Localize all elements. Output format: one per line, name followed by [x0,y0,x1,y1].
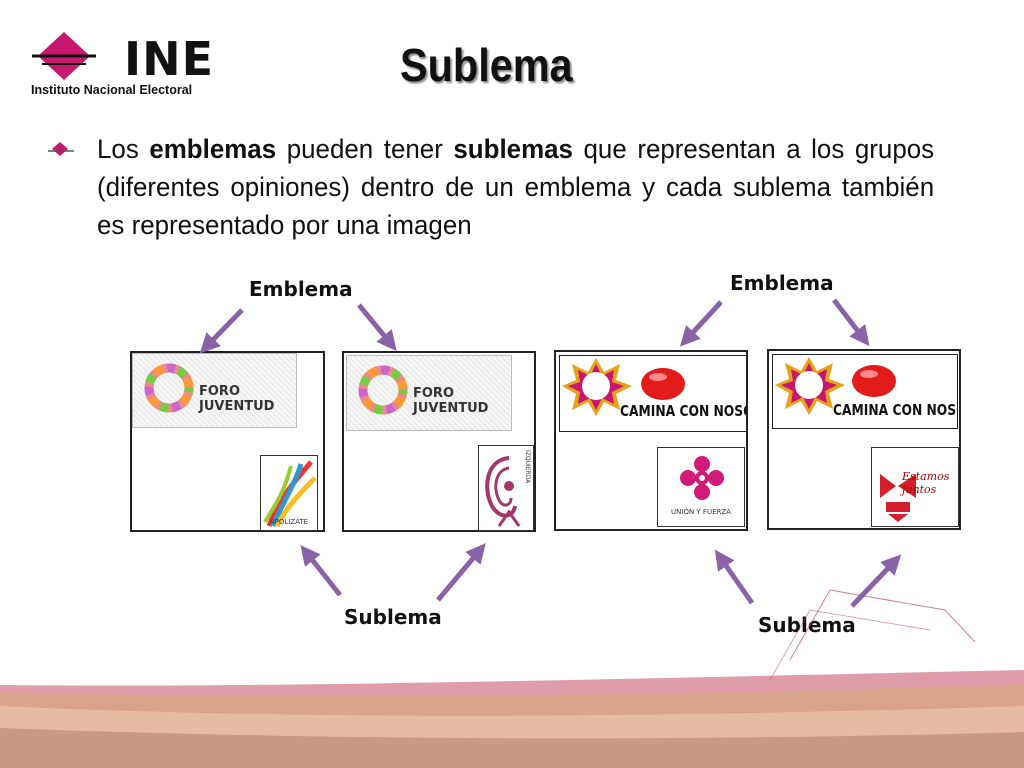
sun-flower-icon [775,357,845,415]
card-foro-2: FORO JUVENTUD IZQUIERDA [342,351,536,532]
bold-sublemas: sublemas [453,134,573,164]
bullet-text: Los emblemas pueden tener sublemas que r… [97,134,935,240]
sun-flower-icon [562,358,632,416]
arrow-to-emblem-4 [832,298,870,347]
label-sublema-right: Sublema [758,613,856,637]
arrow-to-sublema-4 [850,554,902,608]
flower-icon [680,456,724,500]
sublema-union-y-fuerza: UNIÓN Y FUERZA [657,447,745,527]
bold-emblemas: emblemas [149,134,277,164]
slide-title: Sublema [400,39,573,91]
arrow-to-sublema-3 [714,549,755,605]
emblem-foro-juventud: FORO JUVENTUD [132,353,297,428]
ine-logo: INE Instituto Nacional Electoral [28,30,243,100]
label-sublema-left: Sublema [344,605,442,629]
ribbon-swirl-icon [263,460,317,528]
arrow-to-sublema-1 [300,544,342,597]
sublema-caption: IZQUIERDA [524,450,531,484]
card-camina-2: CAMINA CON NOSOTROS Estamos juntos [767,349,961,530]
spiral-figure-icon [485,456,521,527]
ine-wordmark: INE [124,32,215,86]
red-ball-icon [641,368,685,400]
red-figure-icon [880,474,916,522]
emblem-text: FORO JUVENTUD [199,384,275,414]
red-ball-icon [852,365,896,397]
emblem-text: CAMINA CON NOSOTROS [833,401,957,419]
sublema-estamos-juntos: Estamos juntos [871,447,959,527]
emblem-foro-juventud: FORO JUVENTUD [346,355,512,431]
arrow-to-emblem-1 [199,308,244,354]
ine-subtitle: Instituto Nacional Electoral [31,83,193,97]
sublema-caption: APOLIZATE [269,518,309,526]
arrow-to-emblem-2 [357,303,397,351]
color-ring-icon [358,365,408,415]
emblem-text: FORO JUVENTUD [413,386,489,416]
ine-diamond-icon [32,32,96,80]
sublema-apolizate: APOLIZATE [260,455,318,531]
diamond-bullet-icon [48,142,74,156]
emblem-camina-con-nosotros: CAMINA CON NOSOTROS [772,354,958,429]
label-emblema-left: Emblema [249,277,353,301]
sublema-izquierda: IZQUIERDA [478,445,534,531]
footer-wave [0,589,1024,768]
color-ring-icon [144,363,194,413]
arrow-to-sublema-2 [436,543,486,602]
emblem-text: CAMINA CON NOSOTROS [620,402,746,420]
sublema-caption: Estamos juntos [902,470,950,496]
arrow-to-emblem-3 [679,300,723,347]
card-foro-1: FORO JUVENTUD APOLIZATE [130,351,325,532]
label-emblema-right: Emblema [730,271,834,295]
card-camina-1: CAMINA CON NOSOTROS UNIÓN Y FUERZA [554,350,748,531]
emblem-camina-con-nosotros: CAMINA CON NOSOTROS [559,355,747,432]
sublema-caption: UNIÓN Y FUERZA [671,508,731,516]
